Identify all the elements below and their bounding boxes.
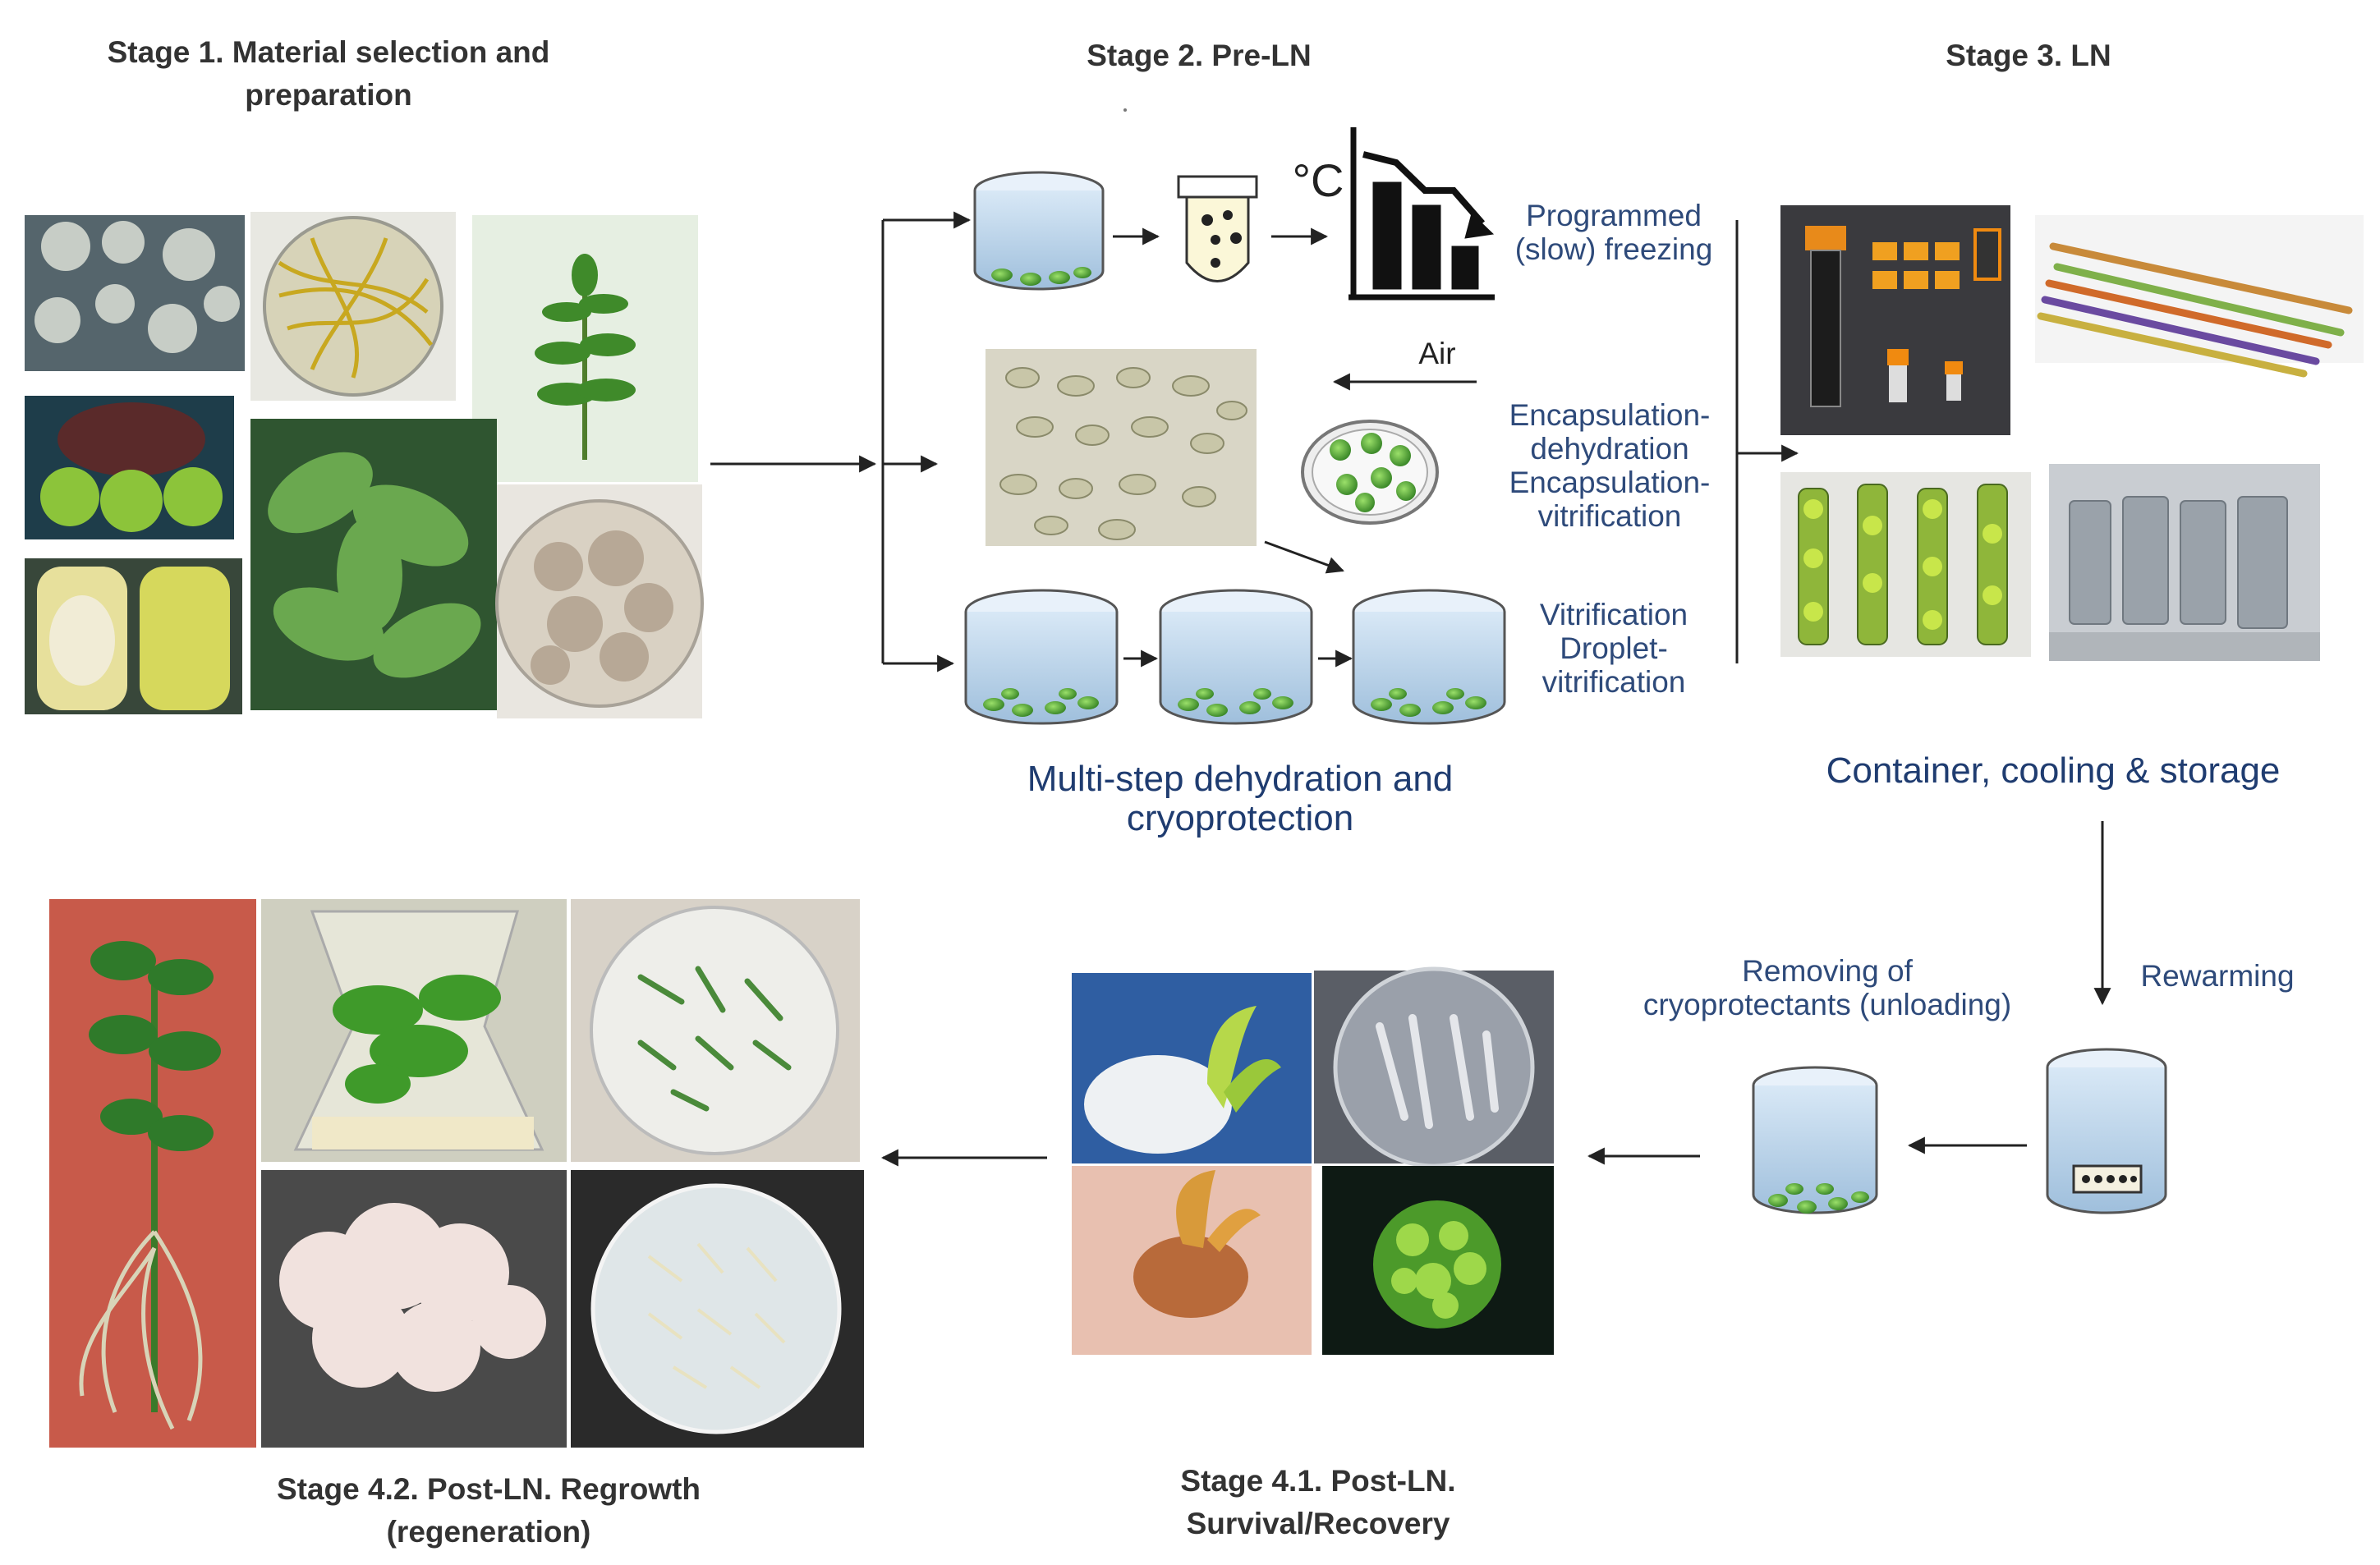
survival-photo-3: [1072, 1166, 1312, 1355]
stage41-photo-collage: [1072, 966, 1554, 1355]
stage1-to-stage2-arrows: [710, 211, 972, 672]
encapsulated-beads-dish-icon: [1301, 420, 1439, 525]
unloading-dish-icon: [1752, 1066, 1878, 1214]
regrowth-dish-photo: [571, 899, 860, 1162]
encapsulation-row: [986, 349, 1477, 574]
storage-tanks-photo: [2049, 464, 2320, 661]
survival-photo-2: [1314, 966, 1554, 1168]
stage3-photo-collage: [1780, 205, 2364, 661]
temperature-decline-chart-icon: [1349, 127, 1495, 301]
regrowth-plant-photo: [49, 899, 256, 1448]
cryotube-icon: [1177, 175, 1258, 282]
stage2-to-stage3-bracket: [1735, 220, 1799, 663]
programmed-freezing-label: Programmed (slow) freezing: [1514, 199, 1713, 266]
canes-with-beads-photo: [1780, 472, 2031, 657]
stage41-title: Stage 4.1. Post-LN. Survival/Recovery: [1180, 1464, 1456, 1540]
multi-step-dishes-row: [964, 589, 1506, 725]
stray-dot-mark: [1123, 108, 1127, 112]
degree-celsius-label: °C: [1292, 154, 1344, 206]
multistep-caption: Multi-step dehydration and cryoprotectio…: [1027, 759, 1454, 838]
programmed-freezing-row: [973, 127, 1495, 301]
survival-photo-4: [1322, 1166, 1554, 1355]
regrowth-callus-photo: [261, 1170, 567, 1448]
stage1-photo-collage: [25, 212, 704, 718]
air-label: Air: [1418, 337, 1456, 370]
cryo-straws-photo: [2035, 215, 2364, 378]
petri-dish-icon: [973, 171, 1105, 291]
removing-cryoprotectants-label: Removing of cryoprotectants (unloading): [1643, 954, 2012, 1021]
survival-photo-1: [1072, 973, 1312, 1163]
container-storage-caption: Container, cooling & storage: [1826, 750, 2281, 791]
stage3-title: Stage 3. LN: [1946, 39, 2111, 72]
stage2-title: Stage 2. Pre-LN: [1087, 39, 1312, 72]
dish-1-icon: [964, 589, 1119, 725]
rewarming-dish-icon: [2046, 1048, 2167, 1214]
regrowth-flask-photo: [261, 899, 567, 1162]
encapsulation-label: Encapsulation- dehydration Encapsulation…: [1509, 398, 1711, 533]
stage42-title: Stage 4.2. Post-LN. Regrowth (regenerati…: [276, 1472, 701, 1549]
vitrification-label: Vitrification Droplet- vitrification: [1539, 598, 1689, 699]
cryovials-photo: [1780, 205, 2010, 435]
regrowth-rooted-dish-photo: [571, 1170, 864, 1448]
stage1-title: Stage 1. Material selection and preparat…: [107, 35, 550, 112]
alginate-beads-photo: [986, 349, 1257, 546]
stage42-photo-collage: [49, 899, 864, 1448]
rewarming-label: Rewarming: [2140, 959, 2295, 993]
dish-3-icon: [1352, 589, 1506, 725]
dish-2-icon: [1159, 589, 1313, 725]
